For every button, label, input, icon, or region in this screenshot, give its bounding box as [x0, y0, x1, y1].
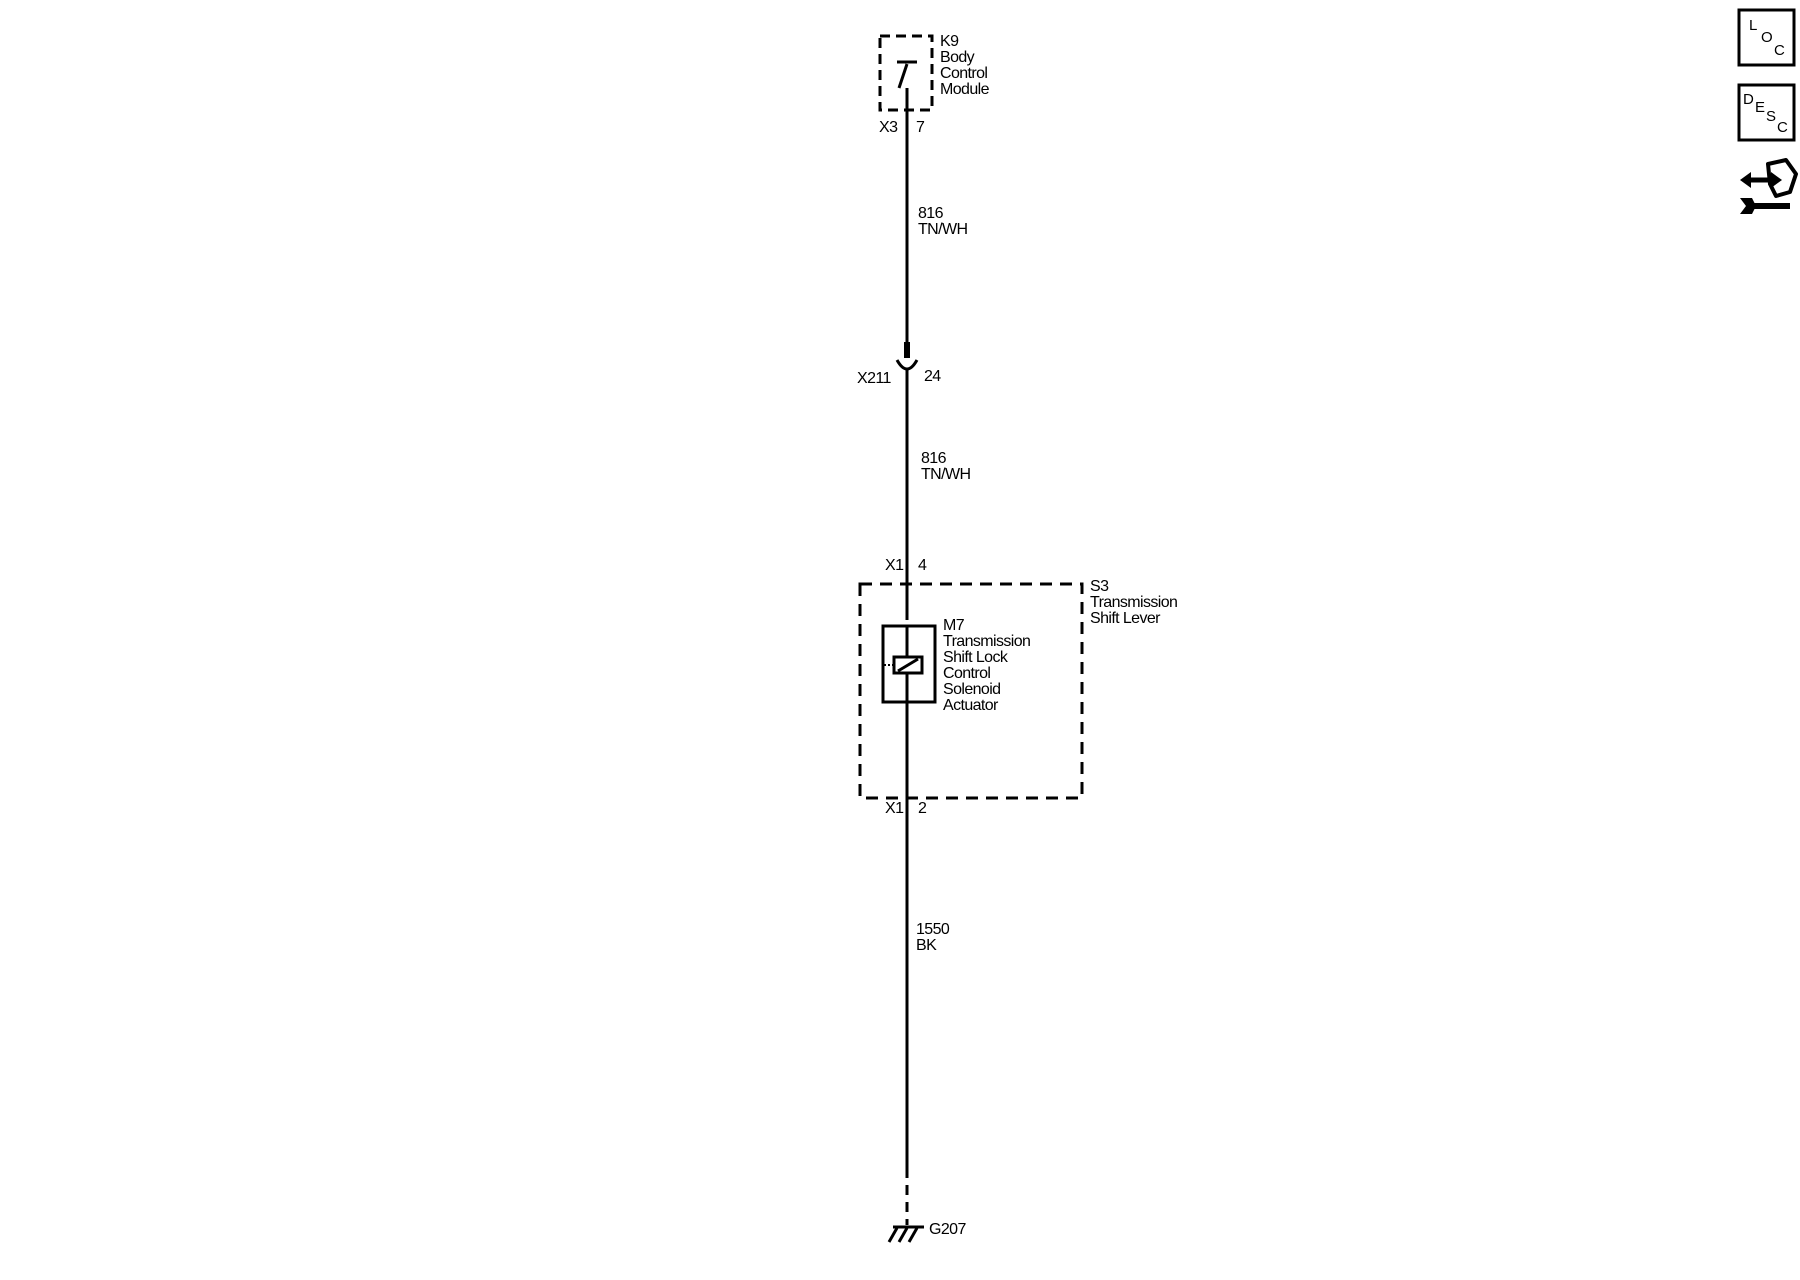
shift-lock-solenoid[interactable]: M7 Transmission Shift Lock Control Solen…: [881, 617, 1031, 714]
bcm-connector-label: X3: [879, 119, 898, 136]
inline-connector-pin-male: [904, 342, 910, 358]
bcm-name-line-2: Control: [940, 65, 987, 82]
shift-lever-id: S3: [1090, 578, 1109, 595]
solenoid-id: M7: [943, 617, 965, 634]
shift-lever-top-pin: 4: [918, 557, 927, 574]
shift-lever-name-line-2: Shift Lever: [1090, 610, 1161, 627]
wire-upper-color-code: TN/WH: [918, 221, 967, 238]
desc-letter-d: D: [1743, 91, 1754, 108]
loc-letter-l: L: [1749, 17, 1757, 34]
loc-letter-o: O: [1761, 29, 1773, 46]
wire-lower-color-code: BK: [916, 937, 937, 954]
wire-upper-circuit-number: 816: [918, 205, 944, 222]
connector-arrow-upper-head-right: [1771, 172, 1782, 188]
ground-tick-2: [897, 1227, 909, 1243]
solenoid-name-line-4: Solenoid: [943, 681, 1000, 698]
solenoid-name-line-1: Transmission: [943, 633, 1030, 650]
desc-icon[interactable]: D E S C: [1737, 83, 1796, 142]
desc-icon-frame: [1737, 83, 1796, 142]
shift-lever-dashed-outline: [858, 582, 1084, 800]
desc-letter-c: C: [1777, 119, 1788, 136]
connector-wrench-head: [1740, 198, 1756, 214]
loc-icon[interactable]: L O C: [1737, 8, 1796, 67]
shift-lever-bottom-pin: 2: [918, 800, 927, 817]
wire-lower-circuit-number: 1550: [916, 921, 950, 938]
loc-icon-frame: [1737, 8, 1796, 67]
desc-letter-e: E: [1755, 99, 1765, 116]
shift-lever-name-line-1: Transmission: [1090, 594, 1177, 611]
bcm-switch-arm: [897, 63, 909, 89]
connector-housing-outline: [1766, 158, 1798, 198]
solenoid-name-line-5: Actuator: [943, 697, 999, 714]
inline-connector-id: X211: [857, 370, 891, 387]
loc-letter-c: C: [1774, 42, 1785, 59]
solenoid-name-line-3: Control: [943, 665, 990, 682]
inline-connector-socket: [895, 359, 919, 371]
solenoid-coil-diagonal: [897, 657, 919, 673]
bcm-id: K9: [940, 33, 959, 50]
ground-g207[interactable]: [887, 1225, 924, 1243]
ground-tick-1: [887, 1227, 899, 1243]
ground-id: G207: [929, 1221, 966, 1238]
wire-middle-color-code: TN/WH: [921, 466, 970, 483]
solenoid-name-line-2: Shift Lock: [943, 649, 1009, 666]
bcm-name-line-1: Body: [940, 49, 975, 66]
transmission-shift-lever[interactable]: S3 Transmission Shift Lever: [858, 578, 1178, 800]
body-control-module[interactable]: K9 Body Control Module: [878, 33, 990, 112]
shift-lever-bottom-connector: X1: [885, 800, 904, 817]
wire-middle-circuit-number: 816: [921, 450, 947, 467]
inline-connector-pin: 24: [924, 368, 941, 385]
shift-lever-top-connector: X1: [885, 557, 904, 574]
connector-arrow-upper-head-left: [1740, 172, 1751, 188]
desc-letter-s: S: [1766, 108, 1776, 125]
bcm-pin-label: 7: [916, 119, 925, 136]
bcm-name-line-3: Module: [940, 81, 990, 98]
ground-tick-3: [907, 1227, 919, 1243]
connector-end-view-icon[interactable]: [1740, 158, 1798, 214]
inline-connector-x211[interactable]: [895, 342, 919, 371]
